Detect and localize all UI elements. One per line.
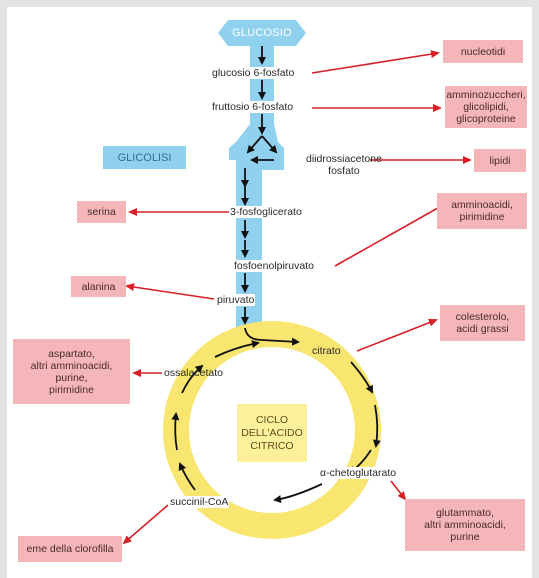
product-nucleotidi: nucleotidi xyxy=(443,40,523,63)
cycle-arrows xyxy=(171,340,381,504)
metabolite-dhap: diidrossiacetone fosfato xyxy=(306,153,382,177)
product-amminozuccheri: amminozuccheri, glicolipidi, glicoprotei… xyxy=(445,86,527,128)
product-amminoacidi-pirimidine: amminoacidi, pirimidine xyxy=(437,193,527,229)
metabolite-fructose-6-phosphate: fruttosio 6-fosfato xyxy=(211,101,295,113)
product-glutammato: glutammato, altri amminoacidi, purine xyxy=(405,499,525,551)
product-alanina: alanina xyxy=(71,276,126,297)
metabolite-succinyl-coa: succinil-CoA xyxy=(169,496,230,508)
biosynthesis-arrows xyxy=(122,50,472,545)
glycolysis-arrows xyxy=(241,46,300,346)
metabolite-3-phosphoglycerate: 3-fosfoglicerato xyxy=(229,206,303,218)
metabolite-citrate: citrato xyxy=(312,345,341,357)
product-serina: serina xyxy=(77,201,126,223)
product-lipidi: lipidi xyxy=(474,149,526,172)
metabolite-phosphoenolpyruvate: fosfoenolpiruvato xyxy=(233,260,315,272)
glycolysis-label: GLICOLISI xyxy=(103,146,186,169)
product-eme-clorofilla: eme della clorofilla xyxy=(18,536,122,562)
product-aspartato: aspartato, altri amminoacidi, purine, pi… xyxy=(13,339,130,404)
metabolite-alpha-ketoglutarate: α-chetoglutarato xyxy=(319,467,398,479)
citric-acid-cycle-label: CICLO DELL'ACIDO CITRICO xyxy=(237,404,307,462)
glucose-hexagon xyxy=(218,20,306,46)
product-colesterolo: colesterolo, acidi grassi xyxy=(440,305,525,341)
metabolite-oxaloacetate: ossalacetato xyxy=(164,367,223,379)
glucose-label: GLUCOSIO xyxy=(232,27,292,39)
metabolite-glucose-6-phosphate: glucosio 6-fosfato xyxy=(211,67,296,79)
metabolite-pyruvate: piruvato xyxy=(216,294,256,306)
